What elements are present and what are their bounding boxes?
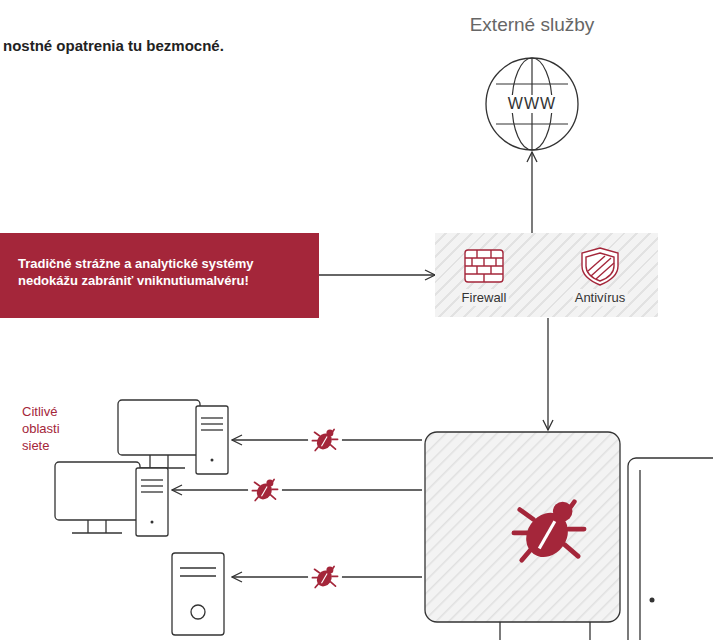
network-computer <box>172 553 224 635</box>
security-label: Firewall <box>460 289 509 306</box>
flow-arrow <box>548 318 549 430</box>
antivirus-icon <box>582 248 618 285</box>
firewall-icon <box>465 250 503 282</box>
security-label: Antivírus <box>573 289 628 306</box>
flow-arrow <box>531 152 532 233</box>
globe-label: WWW <box>506 95 558 113</box>
alert-text: Tradičné strážne a analytické systémy ne… <box>18 255 269 289</box>
security-band: Firewall Antivírus <box>435 233 658 317</box>
globe-node: Externé službyWWW <box>484 56 580 152</box>
area-label: Citlivé oblasti siete <box>22 403 84 454</box>
security-icons <box>435 233 658 289</box>
heading: nostné opatrenia tu bezmocné. <box>3 35 228 57</box>
service-heading: Externé služby <box>422 14 642 36</box>
infected-computer <box>425 432 713 640</box>
alert-box: Tradičné strážne a analytické systémy ne… <box>0 233 319 318</box>
flow-arrow <box>319 274 435 275</box>
network-computer <box>55 462 168 536</box>
